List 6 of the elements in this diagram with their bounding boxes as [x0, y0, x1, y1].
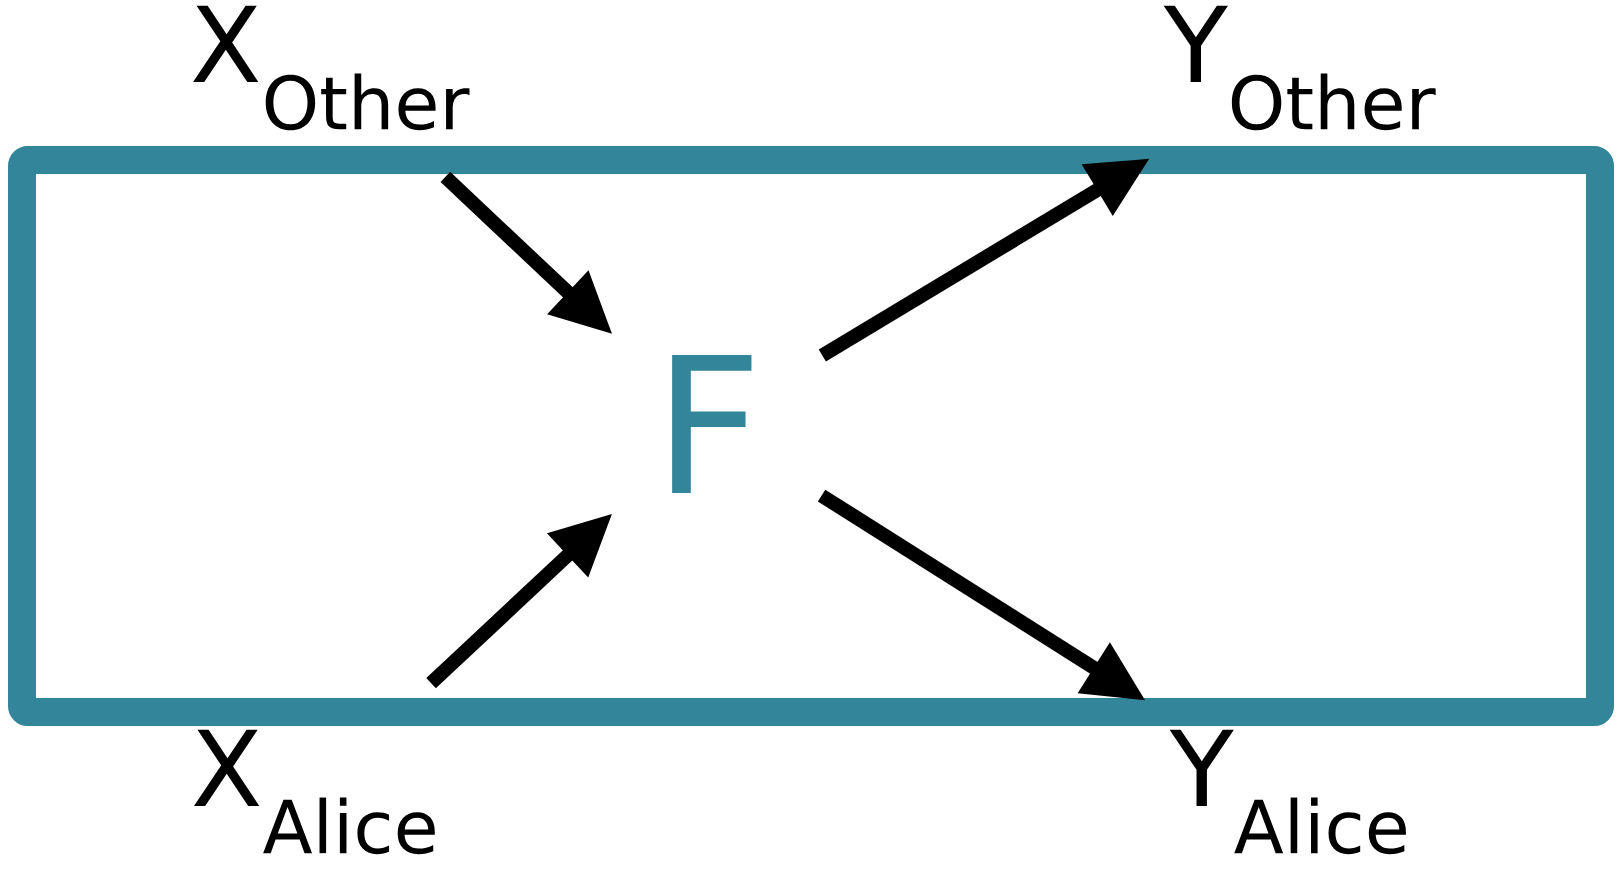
variable-label: Y$_{Alice}$	[1169, 729, 1406, 855]
variable-label: Y$_{Other}$	[1163, 5, 1436, 131]
letter-text: F	[672, 355, 752, 493]
frame-box	[8, 146, 1615, 726]
variable-label: X$_{Other}$	[193, 5, 470, 131]
variable-label: X$_{Alice}$	[194, 729, 435, 855]
